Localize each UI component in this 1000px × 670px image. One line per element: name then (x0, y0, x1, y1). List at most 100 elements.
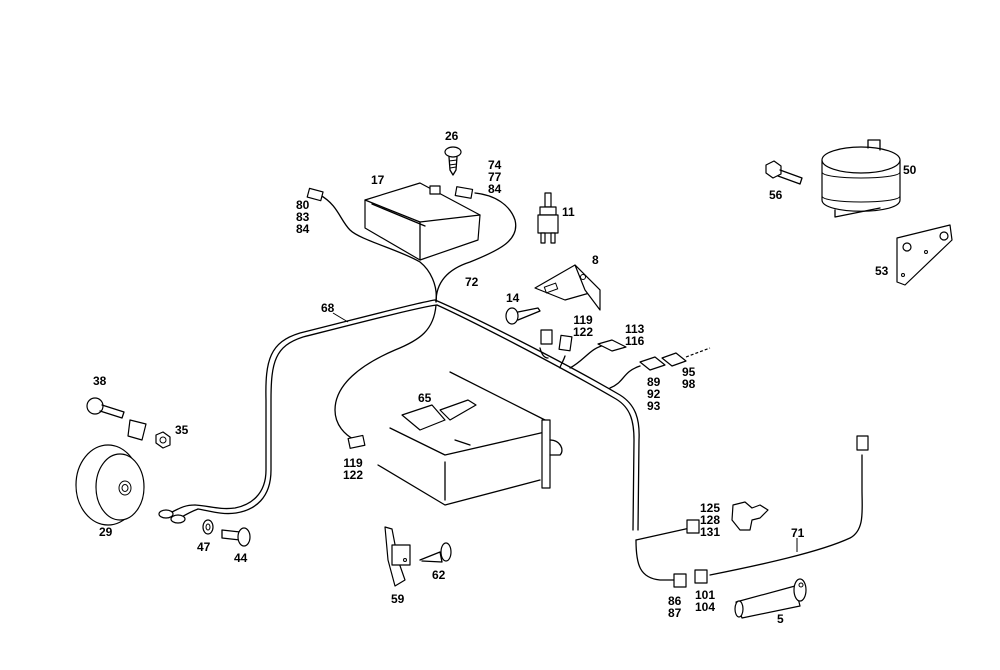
part-number: 72 (465, 275, 479, 289)
callout-68: 68 (321, 302, 334, 314)
part-number: 14 (506, 291, 520, 305)
leader-68 (332, 312, 349, 323)
callout-8: 8 (592, 254, 599, 266)
callout-35: 35 (175, 424, 188, 436)
part-number: 11 (562, 205, 575, 219)
horn-29 (75, 419, 147, 526)
part-number: 59 (391, 592, 405, 606)
part-number: 86 (668, 594, 682, 608)
part-number: 113 (625, 322, 645, 336)
screw-62 (419, 542, 452, 563)
part-number: 74 (488, 158, 502, 172)
part-number: 98 (682, 377, 696, 391)
bracket-8 (534, 264, 601, 311)
part-number: 80 (296, 198, 310, 212)
part-number: 87 (668, 606, 682, 620)
part-number: 104 (695, 600, 716, 614)
bolt-56 (765, 160, 803, 185)
connectors (306, 186, 869, 588)
relay-connector-125 (731, 501, 769, 531)
part-number: 128 (700, 513, 721, 527)
part-number: 17 (371, 173, 385, 187)
part-number: 116 (625, 334, 645, 348)
part-number: 71 (791, 526, 805, 540)
module-harness-72 (319, 192, 517, 303)
part-number: 26 (445, 129, 459, 143)
callout-44: 44 (234, 552, 247, 564)
clip-bracket-59 (384, 526, 411, 587)
part-number: 77 (488, 170, 502, 184)
part-number: 56 (769, 188, 783, 202)
callout-71: 71 (791, 527, 804, 539)
part-number: 84 (488, 182, 502, 196)
callout-62: 62 (432, 569, 445, 581)
part-number: 5 (777, 612, 784, 626)
lock-cylinder-5 (734, 578, 807, 619)
wire-119-lower (334, 304, 437, 441)
control-module-17 (364, 182, 481, 261)
washer-47 (202, 519, 214, 535)
part-number: 68 (321, 301, 335, 315)
part-number: 62 (432, 568, 446, 582)
branch-harness-71 (635, 454, 863, 581)
switch-11 (537, 192, 559, 244)
ring-terminals (158, 504, 199, 524)
callout-72: 72 (465, 276, 478, 288)
part-number: 53 (875, 264, 889, 278)
callout-65: 65 (418, 392, 431, 404)
part-number: 65 (418, 391, 432, 405)
siren-50 (821, 139, 901, 218)
part-number: 119 (573, 313, 593, 327)
callout-38: 38 (93, 375, 106, 387)
module-housing (377, 371, 563, 506)
part-number: 29 (99, 525, 113, 539)
branch-wires-upper (539, 344, 641, 389)
part-number: 83 (296, 210, 310, 224)
bolt-44 (221, 527, 251, 547)
bracket-53 (896, 224, 953, 286)
callout-47: 47 (197, 541, 210, 553)
callout-26: 26 (445, 130, 458, 142)
nut-35 (155, 431, 171, 449)
clip-65 (401, 399, 477, 431)
part-number: 122 (343, 468, 364, 482)
screw-26 (444, 146, 462, 176)
callout-17: 17 (371, 174, 384, 186)
bolt-38 (86, 397, 125, 419)
part-number: 95 (682, 365, 696, 379)
callout-50: 50 (903, 164, 916, 176)
part-number: 50 (903, 163, 917, 177)
part-number: 92 (647, 387, 661, 401)
main-harness-68 (194, 299, 640, 531)
part-number: 93 (647, 399, 661, 413)
callout-29: 29 (99, 526, 112, 538)
part-number: 89 (647, 375, 661, 389)
part-number: 35 (175, 423, 189, 437)
part-number: 122 (573, 325, 594, 339)
callout-5: 5 (777, 613, 784, 625)
part-number: 131 (700, 525, 721, 539)
part-number: 125 (700, 501, 721, 515)
part-number: 101 (695, 588, 716, 602)
part-number: 8 (592, 253, 599, 267)
part-number: 119 (343, 456, 363, 470)
callout-53: 53 (875, 265, 888, 277)
part-number: 38 (93, 374, 107, 388)
part-number: 84 (296, 222, 310, 236)
callout-11: 11 (562, 206, 575, 218)
screw-14 (505, 307, 541, 325)
callout-59: 59 (391, 593, 404, 605)
part-number: 47 (197, 540, 211, 554)
callout-56: 56 (769, 189, 782, 201)
